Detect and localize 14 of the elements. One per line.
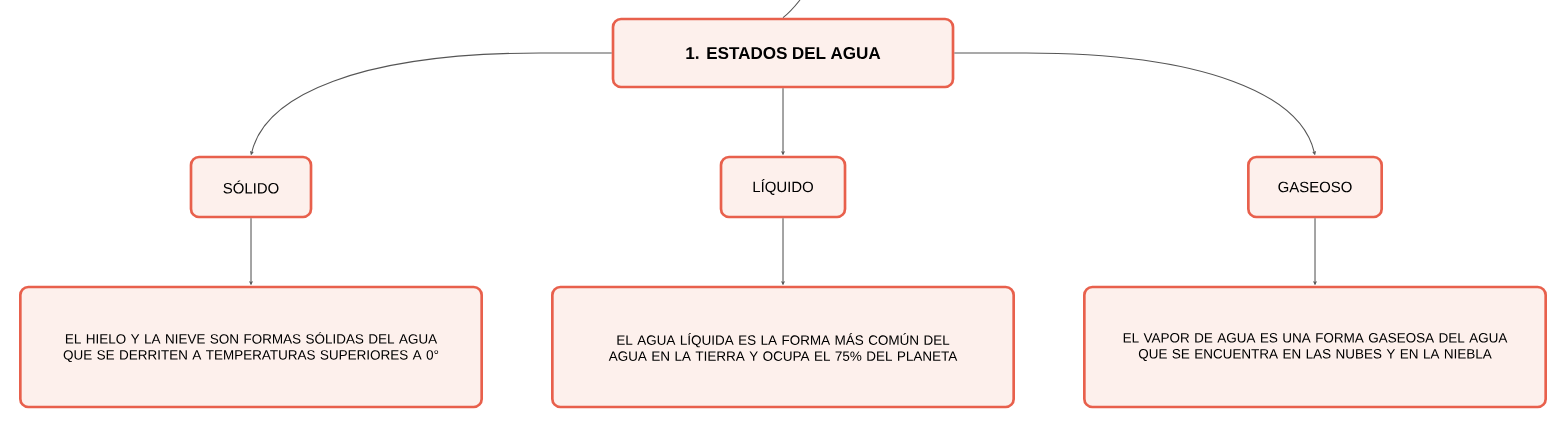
arrow <box>1313 217 1317 285</box>
arrow <box>781 87 785 155</box>
state-box: GASEOSO <box>1247 155 1383 219</box>
connector-line <box>782 0 801 19</box>
description-box: EL AGUA LÍQUIDA ES LA FORMA MÁS COMÚN DEL AGUA EN LA TIERRA Y OCUPA EL 75% DEL PLANETA <box>551 285 1015 409</box>
state-box: SÓLIDO <box>189 155 313 219</box>
state-box: LÍQUIDO <box>719 155 847 219</box>
arrow <box>781 217 785 285</box>
arrow <box>953 52 1316 156</box>
arrow <box>249 217 253 285</box>
description-box: EL HIELO Y LA NIEVE SON FORMAS SÓLIDAS DEL AGUA QUE SE DERRITEN A TEMPERATURAS SUPERIORES A 0° <box>19 285 483 409</box>
title-box: 1. ESTADOS DEL AGUA <box>611 17 955 89</box>
arrow <box>250 52 613 156</box>
description-box: EL VAPOR DE AGUA ES UNA FORMA GASEOSA DEL AGUA QUE SE ENCUENTRA EN LAS NUBES Y EN LA NIEBLA <box>1083 285 1547 409</box>
